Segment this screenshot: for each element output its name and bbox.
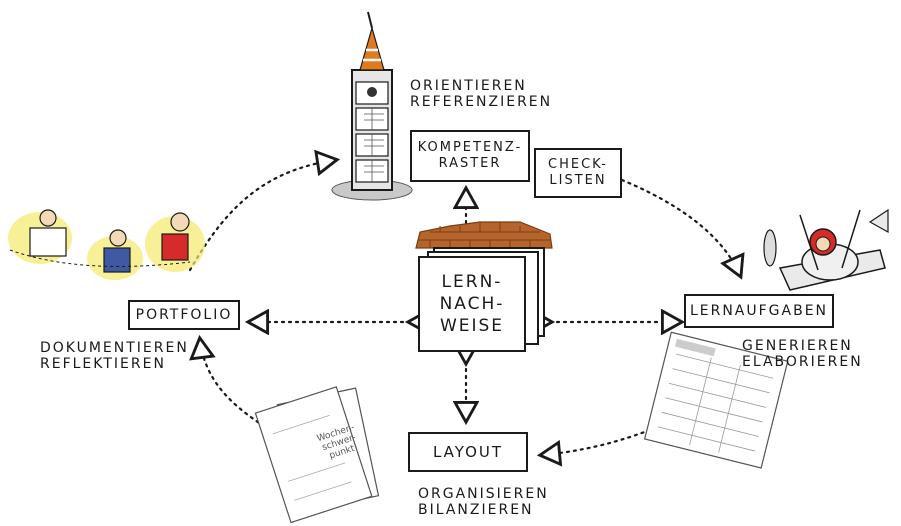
node-checklisten: Check- Listen <box>534 148 622 198</box>
documents-illustration <box>254 386 380 524</box>
arrow-layout-to-portfolio <box>200 340 272 432</box>
label-referenzieren: Referenzieren <box>410 94 553 110</box>
label-elaborieren: Elaborieren <box>742 354 863 370</box>
node-kompetenzraster-line-1: Kompetenz- <box>417 140 523 155</box>
airplane-illustration <box>763 208 889 291</box>
arrow-checklisten-to-lernaufgaben <box>620 178 740 275</box>
kids-illustration <box>8 209 205 280</box>
label-dokumentieren: Dokumentieren <box>40 340 189 356</box>
node-lernnachweise-line-3: Weise <box>439 316 505 336</box>
brick-wall-illustration <box>415 221 553 249</box>
label-right: Generieren Elaborieren <box>742 338 863 370</box>
node-checklisten-line-2: Listen <box>549 173 607 188</box>
node-portfolio: Portfolio <box>128 300 240 330</box>
label-bottom: Organisieren Bilanzieren <box>418 486 549 518</box>
node-layout-label: Layout <box>432 443 504 461</box>
node-kompetenzraster: Kompetenz- Raster <box>410 130 530 182</box>
node-lernnachweise-line-2: Nach- <box>439 294 505 314</box>
arrow-portfolio-to-kompetenzraster <box>188 160 335 272</box>
node-lernnachweise-line-1: Lern- <box>441 272 503 292</box>
node-kompetenzraster-line-2: Raster <box>438 156 502 171</box>
label-orientieren: Orientieren <box>410 78 527 94</box>
arrow-generieren-to-layout <box>542 428 652 455</box>
worksheet-illustration <box>643 331 789 469</box>
node-lernaufgaben-label: Lernaufgaben <box>689 303 829 319</box>
node-lernnachweise: Lern- Nach- Weise <box>418 256 526 352</box>
node-lernaufgaben: Lernaufgaben <box>684 294 834 328</box>
label-generieren: Generieren <box>742 338 853 354</box>
label-organisieren: Organisieren <box>418 486 549 502</box>
tower-illustration <box>331 11 413 201</box>
node-portfolio-label: Portfolio <box>135 307 233 323</box>
node-layout: Layout <box>408 432 528 472</box>
label-left: Dokumentieren Reflektieren <box>40 340 189 372</box>
node-checklisten-line-1: Check- <box>548 157 608 172</box>
label-reflektieren: Reflektieren <box>40 356 166 372</box>
label-bilanzieren: Bilanzieren <box>418 502 534 518</box>
label-top: Orientieren Referenzieren <box>410 78 552 110</box>
